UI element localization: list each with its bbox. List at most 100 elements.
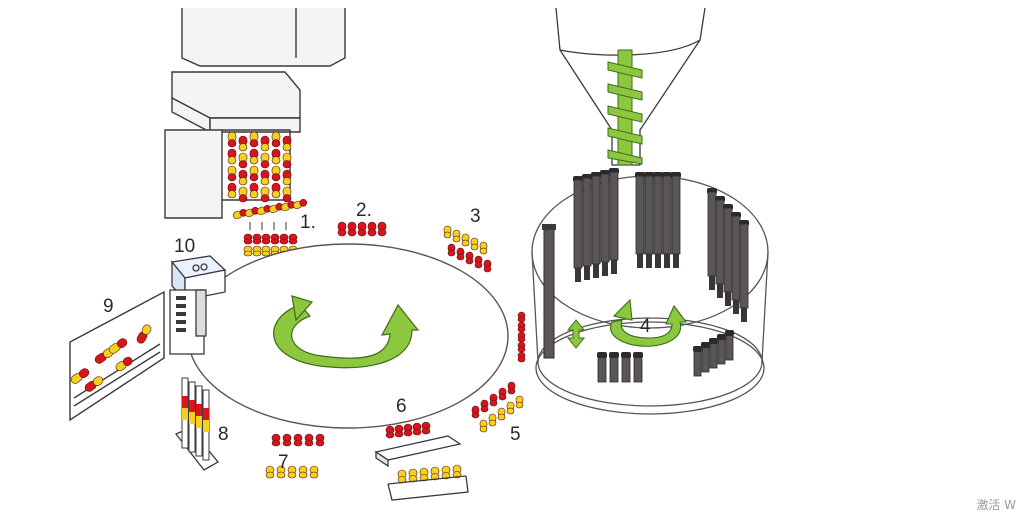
step-label-1: 1. — [300, 212, 316, 233]
hopper-capsule — [279, 233, 289, 245]
tray-capsule — [408, 468, 418, 483]
tray-capsule — [397, 469, 407, 484]
hopper-capsule — [260, 135, 270, 152]
step-label-2: 2. — [356, 200, 372, 221]
hopper-capsule — [252, 233, 262, 245]
edge-capsule — [517, 331, 526, 343]
group-3-capsule — [479, 241, 488, 255]
ejected-capsule-cap — [203, 408, 209, 420]
hopper-capsule — [261, 245, 271, 257]
group-3-capsule — [452, 229, 461, 243]
group-5-capsule — [471, 405, 480, 419]
group-7-capsule — [298, 465, 308, 479]
tamping-pin — [591, 172, 601, 278]
hopper-capsule — [271, 131, 281, 148]
hopper-capsule — [243, 233, 253, 245]
short-pin — [621, 352, 631, 383]
capsule — [84, 376, 104, 392]
rotation-arrow-icon — [273, 295, 420, 369]
hopper-capsule — [238, 135, 248, 152]
ejected-capsule-body — [196, 416, 202, 428]
station-6-plate — [374, 435, 462, 468]
capsule — [108, 338, 128, 354]
tamping-pin — [707, 188, 717, 290]
short-pin — [709, 338, 718, 369]
capsule-stack — [227, 131, 308, 257]
hopper-capsule — [271, 182, 281, 199]
group-7-capsule — [265, 465, 275, 479]
step-label-5: 5 — [510, 424, 521, 445]
group-2-capsule — [357, 221, 367, 237]
capsule — [70, 368, 90, 384]
group-3-capsule — [447, 243, 456, 257]
group-7-capsule — [309, 465, 319, 479]
tamping-pin — [600, 170, 610, 276]
dosing-bowl — [531, 175, 769, 415]
group-5-capsule — [479, 419, 488, 433]
hopper-capsule — [227, 148, 237, 165]
capsule-groups — [265, 221, 526, 484]
edge-capsule — [517, 351, 526, 363]
station-8-pins — [181, 377, 210, 461]
group-7-capsule — [287, 465, 297, 479]
tamping-pin — [573, 176, 583, 282]
group-5-capsule — [515, 395, 524, 409]
group-7-capsule — [315, 433, 325, 447]
station-4-long-pin — [542, 224, 556, 359]
group-6-capsule — [403, 423, 413, 437]
group-3-capsule — [470, 237, 479, 251]
tamping-pin — [723, 204, 733, 306]
step-label-7: 7 — [278, 452, 289, 473]
group-5-capsule — [506, 401, 515, 415]
group-7-capsule — [276, 465, 286, 479]
station-6-tray — [387, 475, 469, 501]
step-label-4: 4 — [640, 316, 651, 337]
tamping-pin — [671, 172, 681, 268]
tamping-pin — [582, 174, 592, 280]
tray-capsule — [430, 466, 440, 481]
auger-screw — [607, 49, 643, 166]
tamping-pin — [635, 172, 645, 268]
group-7-capsule — [304, 433, 314, 447]
edge-capsule — [517, 341, 526, 353]
hopper-capsule — [249, 165, 259, 182]
ejected-capsule-body — [189, 412, 195, 424]
group-5-capsule — [480, 399, 489, 413]
hopper-capsule — [249, 131, 259, 148]
ejected-capsule-cap — [182, 396, 188, 408]
hopper-capsule — [243, 245, 253, 257]
station-4-rotation-arrow-icon — [609, 298, 688, 347]
group-5-capsule — [497, 407, 506, 421]
hopper-capsule — [260, 186, 270, 203]
group-6-capsule — [385, 425, 395, 439]
group-3-capsule — [483, 259, 492, 273]
tray-capsule — [441, 465, 451, 480]
group-3-capsule — [474, 255, 483, 269]
hopper-capsule — [238, 169, 248, 186]
hopper-capsule — [270, 233, 280, 245]
hopper-capsule — [238, 186, 248, 203]
edge-capsule — [517, 321, 526, 333]
step-label-3: 3 — [470, 206, 481, 227]
ejected-capsule-cap — [196, 404, 202, 416]
hopper-capsule — [260, 169, 270, 186]
hopper-capsule — [282, 169, 292, 186]
step-labels: 1. 2. 3 4 5 6 7 8 9 10 — [103, 200, 651, 473]
station-10-pins — [176, 296, 186, 332]
capsule — [256, 205, 272, 215]
group-5-capsule — [488, 413, 497, 427]
short-pin — [633, 352, 643, 383]
group-2-capsule — [337, 221, 347, 237]
hopper-capsule — [227, 165, 237, 182]
capsule — [115, 356, 133, 372]
rotary-turret-table — [187, 243, 509, 429]
group-6-capsule — [394, 424, 404, 438]
capsule — [244, 207, 260, 217]
capsule — [94, 348, 114, 364]
tamping-pin — [644, 172, 654, 268]
step-label-8: 8 — [218, 424, 229, 445]
edge-capsule — [517, 311, 526, 323]
watermark-text: 激活 W — [976, 498, 1016, 512]
hopper-capsule — [282, 135, 292, 152]
